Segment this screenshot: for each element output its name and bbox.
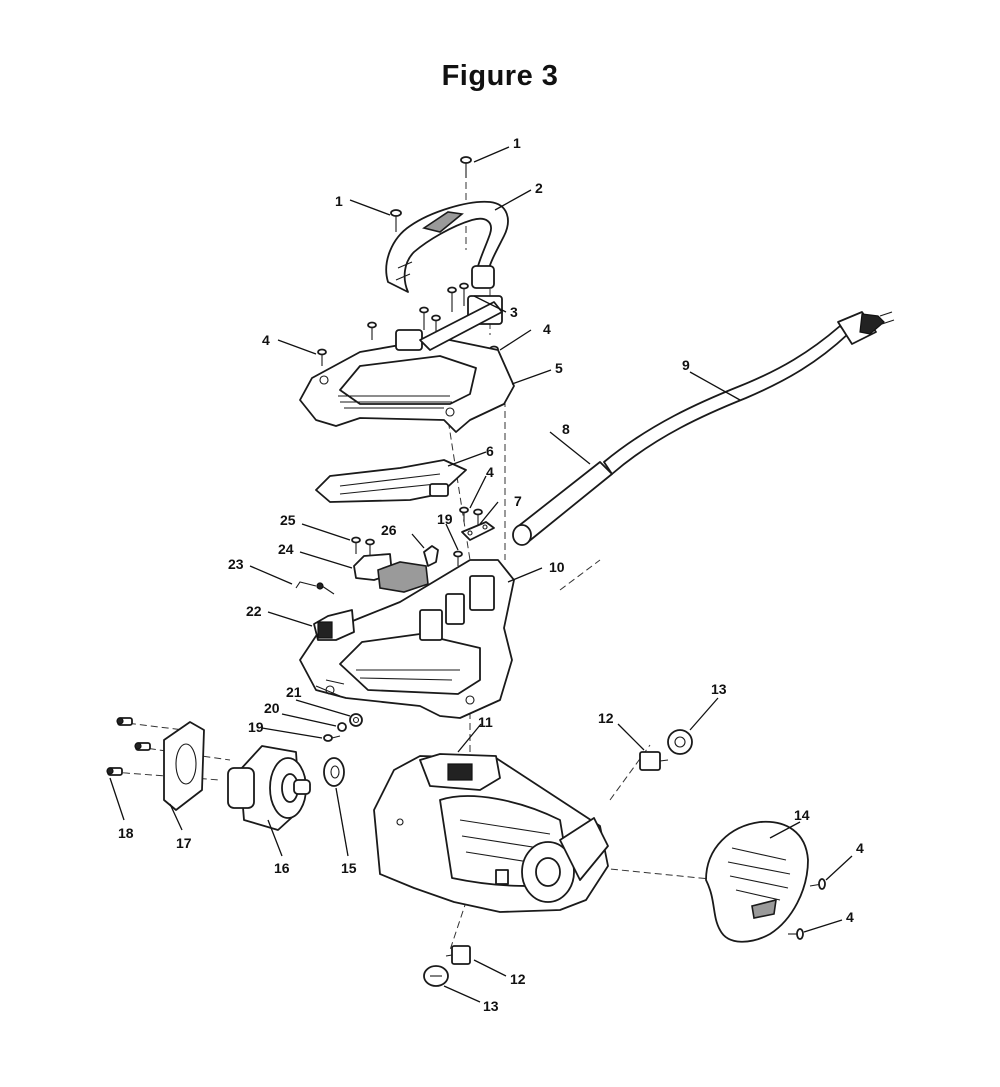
bracket-part-24 [353,553,429,593]
callout-17: 17 [176,835,192,851]
callout-12: 12 [598,710,614,726]
screws-part-18 [106,717,151,776]
callout-4: 4 [486,464,494,480]
gasket-part-17 [163,721,205,811]
callout-19: 19 [437,511,453,527]
gearbox-part-16 [227,745,311,831]
spring-part-23 [295,581,335,595]
callout-4: 4 [856,840,864,856]
callout-24: 24 [278,541,294,557]
callout-25: 25 [280,512,296,528]
callout-14: 14 [794,807,810,823]
top-frame-part-5 [299,295,515,433]
figure-title: Figure 3 [441,60,559,92]
brush-cap-part-13-lower [423,965,449,987]
callout-3: 3 [510,304,518,320]
cord-sleeve-part-8 [512,461,613,546]
callout-6: 6 [486,443,494,459]
callout-26: 26 [381,522,397,538]
callout-10: 10 [549,559,565,575]
callout-11: 11 [478,714,493,730]
washer-part-15 [323,757,345,787]
leader-lines [109,146,853,1003]
callout-15: 15 [341,860,357,876]
motor-housing-part-11 [373,753,609,913]
callout-21: 21 [286,684,302,700]
brush-cap-part-13-upper [667,729,693,755]
end-cover-part-14 [705,820,809,943]
washers-part-20-21 [337,713,363,732]
screws-part-25 [351,536,375,556]
screw-part-1-left [390,209,402,232]
screw-part-1-top [460,156,472,178]
carry-handle-part-2 [385,200,509,293]
callout-16: 16 [274,860,290,876]
callout-13: 13 [711,681,727,697]
knob-part-26 [423,545,439,567]
switch-part-22 [313,609,355,641]
callout-labels: 1 1 2 3 4 4 5 6 4 7 8 9 10 19 25 26 24 2… [118,135,864,1014]
callout-5: 5 [555,360,563,376]
screws-part-3 [367,282,469,340]
callout-8: 8 [562,421,570,437]
callout-19: 19 [248,719,264,735]
callout-2: 2 [535,180,543,196]
callout-4: 4 [543,321,551,337]
callout-4: 4 [846,909,854,925]
callout-1: 1 [513,135,521,151]
callout-9: 9 [682,357,690,373]
callout-18: 18 [118,825,134,841]
callout-23: 23 [228,556,244,572]
callout-20: 20 [264,700,280,716]
switch-cover-part-6 [315,459,467,503]
cord-clamp-part-7 [461,521,495,541]
callout-13: 13 [483,998,499,1014]
power-cord-part-9 [603,311,895,475]
callout-12: 12 [510,971,526,987]
callout-1: 1 [335,193,343,209]
base-housing-part-10 [299,559,515,719]
brush-part-12-lower [445,945,471,965]
screws-part-19 [323,550,463,742]
callout-4: 4 [262,332,270,348]
callout-22: 22 [246,603,262,619]
callout-7: 7 [514,493,522,509]
brush-part-12-upper [639,751,669,771]
